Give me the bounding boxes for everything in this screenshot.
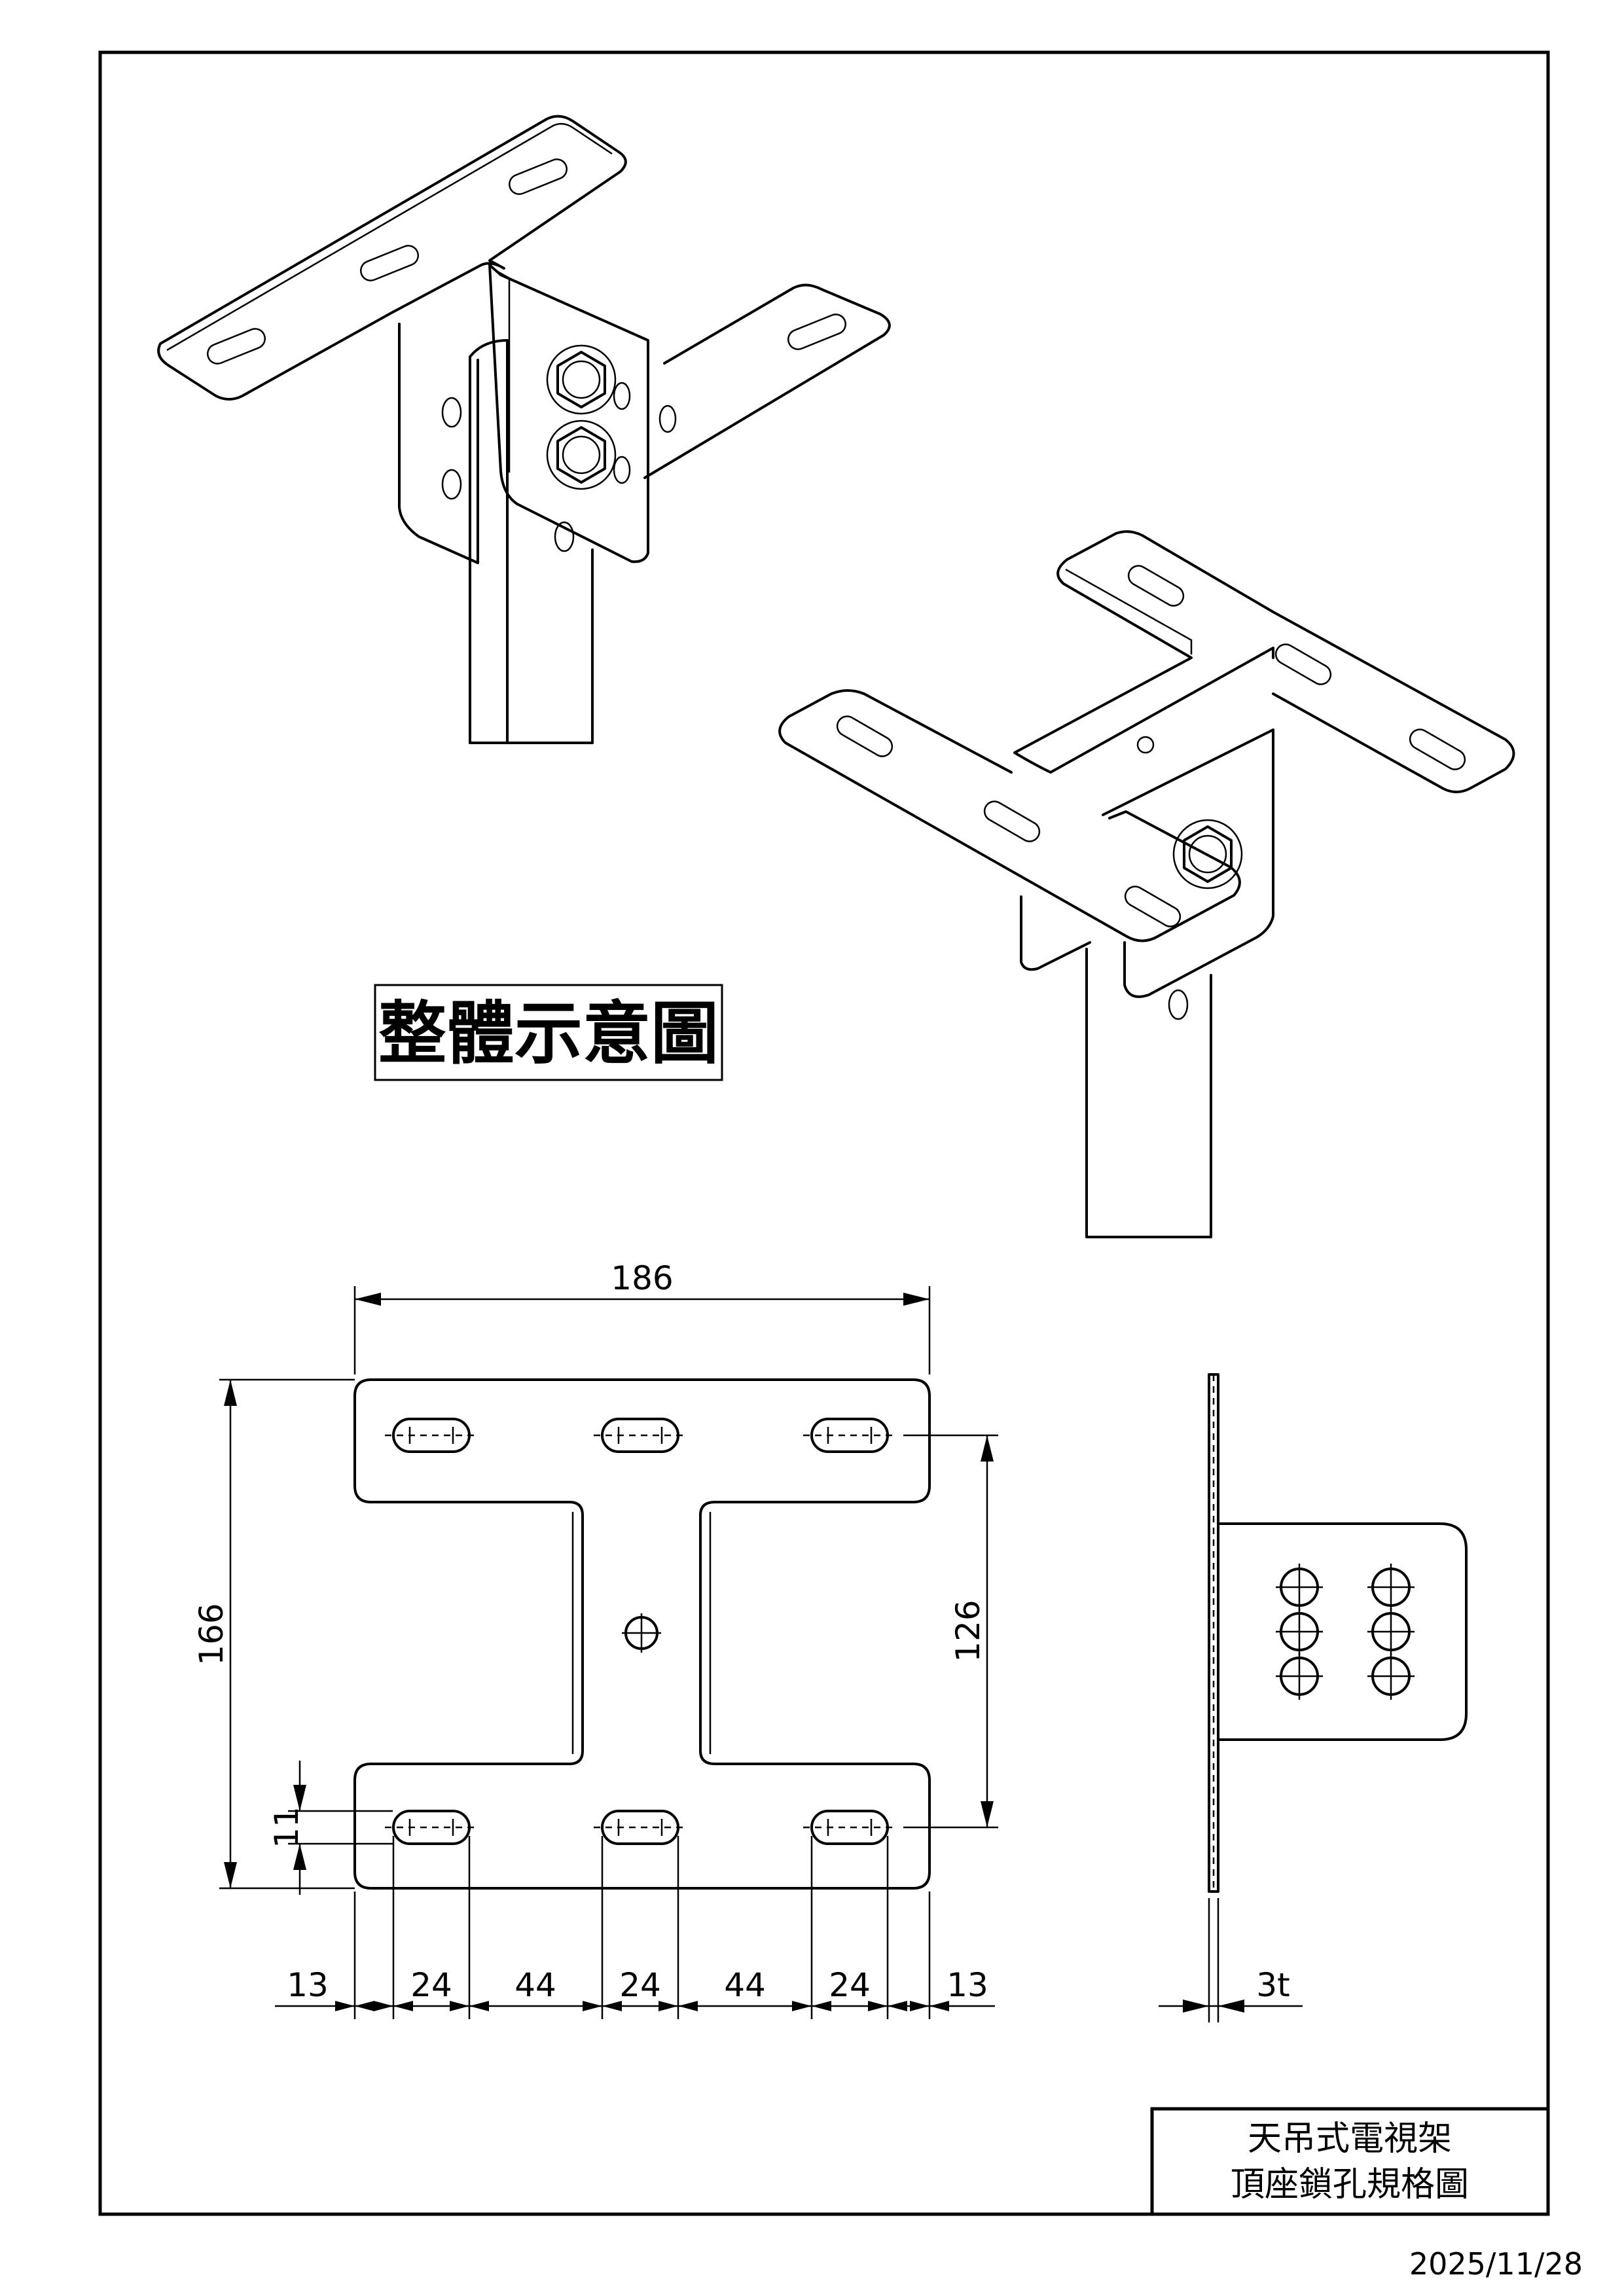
dim-chain-3: 44: [514, 1966, 556, 2004]
hole-centre-mark: [1367, 1653, 1415, 1700]
dim-chain-7: 13: [947, 1966, 988, 2004]
dimension-arrowhead: [868, 2001, 888, 2011]
dimension-arrowhead: [450, 2001, 469, 2011]
title-line-1: 天吊式電視架: [1248, 2119, 1452, 2159]
isometric-view-right: [778, 530, 1515, 1238]
dimension-arrowhead: [659, 2001, 678, 2011]
dimension-arrowhead: [929, 2001, 949, 2011]
dim-thickness: 3t: [1256, 1966, 1290, 2004]
title-block: 天吊式電視架 頂座鎖孔規格圖: [1150, 2107, 1550, 2216]
dimension-arrowhead: [583, 2001, 602, 2011]
dimension-arrowhead: [355, 2001, 374, 2011]
dim-126: 126: [949, 1600, 987, 1662]
dim-186: 186: [611, 1259, 673, 1297]
dimension-arrowhead: [678, 2001, 698, 2011]
hole-centre-mark: [1276, 1608, 1323, 1655]
dimension-arrowhead: [792, 2001, 812, 2011]
dimension-arrowhead: [910, 2001, 929, 2011]
dimension-arrowhead: [888, 2001, 907, 2011]
dim-chain-5: 44: [724, 1966, 766, 2004]
dimension-arrowhead: [602, 2001, 622, 2011]
dimension-arrowhead: [812, 2001, 831, 2011]
overview-label: 整體示意圖: [378, 994, 719, 1073]
drawing-border: [98, 50, 1550, 2216]
dim-chain-2: 24: [410, 1966, 452, 2004]
dim-11: 11: [268, 1806, 306, 1848]
title-line-2: 頂座鎖孔規格圖: [1231, 2165, 1469, 2204]
dim-chain-4: 24: [619, 1966, 661, 2004]
hole-centre-mark: [1276, 1564, 1323, 1611]
flat-pattern-view: [353, 1378, 931, 1890]
dimension-thickness: 3t: [1159, 1950, 1303, 2022]
dimension-bottom-chain: 13 24 44 24 44 24 13: [275, 1836, 995, 2019]
dimension-overall-width: 186: [353, 1259, 931, 1374]
dimension-arrowhead: [393, 2001, 413, 2011]
dimension-arrowhead: [335, 2001, 355, 2011]
dimension-arrowhead: [374, 2001, 393, 2011]
hole-centre-mark: [1367, 1608, 1415, 1655]
dimension-slot-pitch: 126: [903, 1434, 998, 1829]
hole-centre-mark: [1367, 1564, 1415, 1611]
dim-chain-6: 24: [829, 1966, 871, 2004]
dimension-slot-width: 11: [268, 1761, 393, 1895]
drawing-date: 2025/11/28: [1409, 2246, 1583, 2282]
dimension-overall-height: 166: [192, 1378, 355, 1890]
dim-166: 166: [192, 1603, 230, 1665]
dimension-arrowhead: [469, 2001, 489, 2011]
hole-centre-mark: [1276, 1653, 1323, 1700]
isometric-view-left: [157, 115, 891, 744]
overview-label-box: [374, 984, 723, 1081]
dim-chain-1: 13: [287, 1966, 329, 2004]
side-view: [1208, 1373, 1468, 1950]
